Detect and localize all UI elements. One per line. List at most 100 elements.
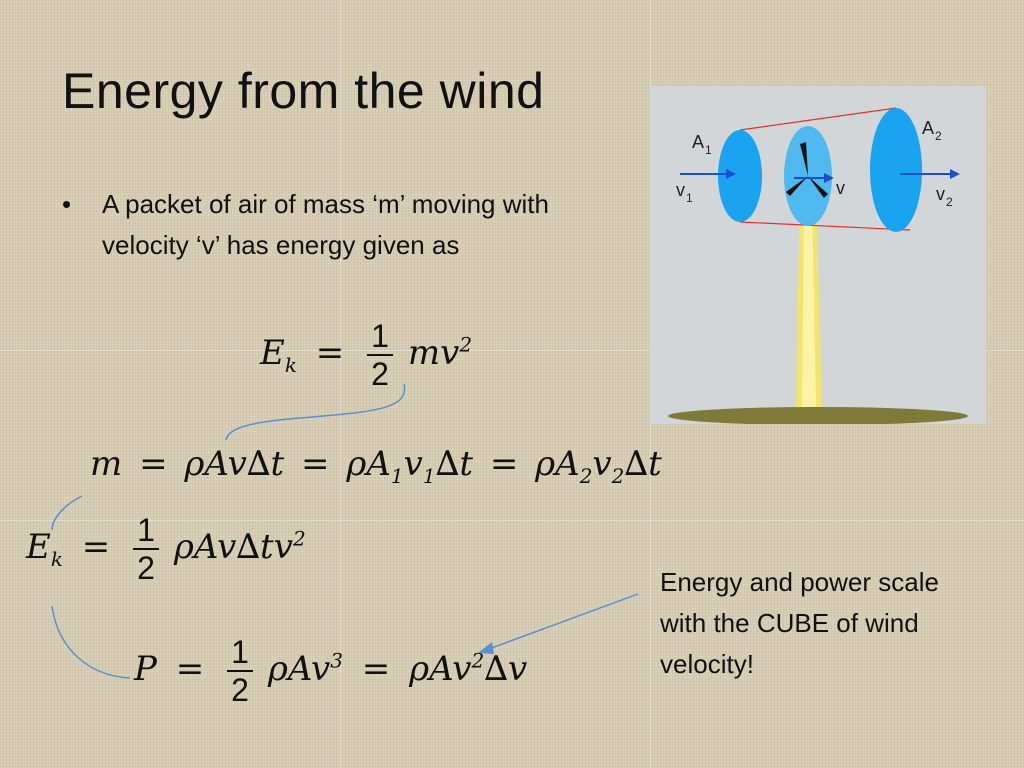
eq2-sub: 2 [611, 463, 625, 488]
bullet-marker: • [62, 189, 72, 219]
eq1-numerator: 1 [371, 318, 389, 354]
eq3-rho: ρ [173, 527, 194, 567]
eq4-P: P [134, 649, 157, 689]
eq3-power: 2 [292, 526, 306, 551]
slide-title: Energy from the wind [62, 63, 545, 119]
stream-tube-top [739, 107, 897, 131]
eq3-v: v [273, 527, 293, 567]
label-A2-sub: 2 [935, 129, 942, 143]
mass-flow-equation: m = ρAv∆t = ρA1v1∆t = ρA2v2∆t [90, 444, 662, 488]
label-A1-sub: 1 [705, 143, 712, 157]
eq2-sub: 1 [390, 463, 404, 488]
eq1-equals: = [315, 333, 345, 373]
label-v1: v [676, 180, 685, 200]
eq3-fraction: 1 2 [133, 512, 160, 586]
eq4-v: v [507, 649, 528, 689]
eq1-fraction-bar [367, 354, 394, 356]
eq2-sub: 2 [579, 463, 593, 488]
eq2-delta: ∆ [246, 444, 271, 484]
eq1-m: m [407, 333, 441, 373]
rotor-blade-icon [800, 142, 808, 176]
arrow-head-icon [824, 173, 834, 183]
eq3-equals: = [81, 527, 111, 567]
ground [668, 407, 968, 424]
eq3-fraction-bar [133, 548, 160, 550]
background-grid-line [340, 0, 341, 768]
eq2-A: A [204, 444, 228, 484]
eq2-v: v [403, 444, 423, 484]
eq2-t: t [648, 444, 662, 484]
eq4-delta: ∆ [484, 649, 508, 689]
eq4-power-2: 2 [471, 648, 485, 673]
eq2-A: A [555, 444, 580, 484]
connector-curve-2 [51, 495, 83, 531]
eq2-delta: ∆ [435, 444, 460, 484]
tower-highlight [802, 196, 816, 408]
downstream-disk [870, 108, 922, 232]
arrow-head-icon [478, 642, 494, 654]
wind-turbine-diagram: A 1 A 2 v 1 v v 2 [650, 86, 986, 424]
eq4-rho: ρ [409, 649, 430, 689]
eq2-m: m [90, 444, 123, 484]
arrow-head-icon [726, 169, 736, 179]
eq3-E: E [26, 527, 51, 567]
eq4-v: v [452, 649, 472, 689]
background-grid-line [0, 350, 1024, 351]
eq2-v: v [592, 444, 612, 484]
eq3-t: t [260, 527, 274, 567]
eq4-A: A [429, 649, 453, 689]
connector-curve-1 [225, 383, 406, 441]
rotor-blade-icon [786, 176, 808, 196]
eq2-sub: 1 [422, 463, 436, 488]
eq2-v: v [227, 444, 247, 484]
eq1-k: k [284, 352, 297, 377]
eq2-rho: ρ [184, 444, 205, 484]
eq4-equals: = [361, 649, 391, 689]
eq2-equals: = [139, 444, 168, 484]
connector-curve-3 [51, 605, 131, 679]
label-v2-sub: 2 [946, 195, 953, 209]
bullet-list: • A packet of air of mass ‘m’ moving wit… [62, 184, 582, 266]
eq2-A: A [366, 444, 391, 484]
upstream-disk [718, 130, 762, 222]
eq4-fraction: 1 2 [227, 634, 254, 708]
rotor-blade-icon [808, 176, 828, 198]
eq4-fraction-bar [227, 670, 254, 672]
eq2-equals: = [301, 444, 330, 484]
eq2-rho: ρ [535, 444, 556, 484]
eq4-numerator: 1 [231, 634, 249, 670]
eq2-rho: ρ [346, 444, 367, 484]
eq3-denominator: 2 [137, 550, 155, 586]
eq3-numerator: 1 [137, 512, 155, 548]
label-A2: A [922, 118, 934, 138]
eq4-rho: ρ [267, 649, 288, 689]
energy-packet-equation: Ek = 1 2 ρAv∆tv2 [26, 512, 306, 586]
label-v2: v [936, 184, 945, 204]
background-grid-line [0, 520, 1024, 521]
label-A1: A [692, 132, 704, 152]
eq2-t: t [459, 444, 473, 484]
eq1-power: 2 [459, 332, 473, 357]
side-note: Energy and power scale with the CUBE of … [660, 567, 939, 679]
kinetic-energy-equation: Ek = 1 2 mv2 [260, 318, 472, 392]
eq2-t: t [270, 444, 285, 484]
eq1-fraction: 1 2 [367, 318, 394, 392]
label-v1-sub: 1 [686, 191, 693, 205]
eq1-E: E [260, 333, 285, 373]
eq4-denominator: 2 [231, 672, 249, 708]
bullet-item: • A packet of air of mass ‘m’ moving wit… [62, 184, 582, 266]
eq3-v: v [217, 527, 237, 567]
eq3-k: k [50, 546, 63, 571]
eq2-delta: ∆ [624, 444, 649, 484]
eq3-A: A [193, 527, 218, 567]
stream-tube-bottom [739, 221, 911, 231]
bullet-text: A packet of air of mass ‘m’ moving with … [102, 189, 549, 260]
side-note-pointer-arrow [485, 593, 639, 651]
eq4-power-3: 3 [330, 648, 343, 673]
power-equation: P = 1 2 ρAv3 = ρAv2∆v [134, 634, 527, 708]
eq1-denominator: 2 [371, 356, 389, 392]
eq1-v: v [440, 333, 460, 373]
arrow-head-icon [950, 169, 960, 179]
eq4-v: v [311, 649, 331, 689]
